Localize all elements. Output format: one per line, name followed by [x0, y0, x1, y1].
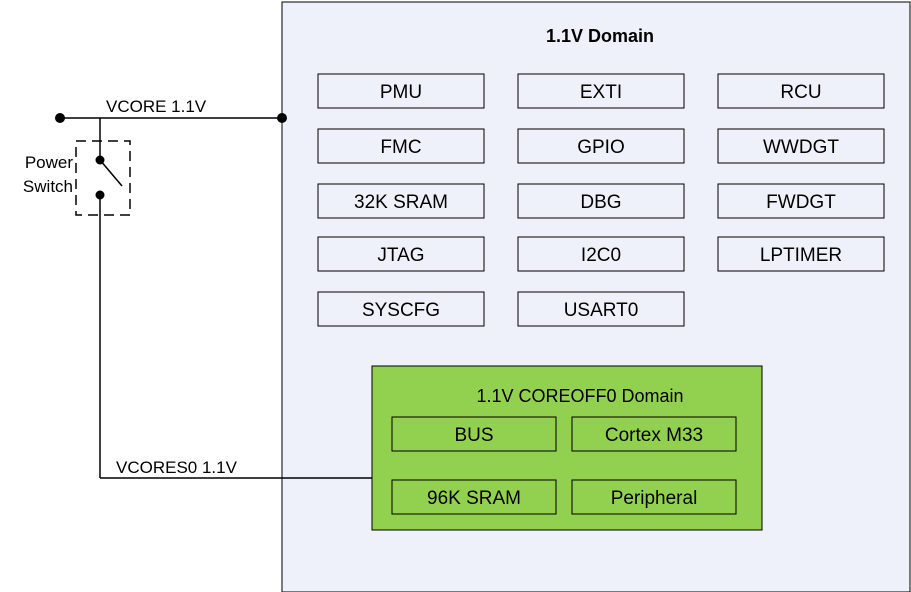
coreoff-block-bus-label: BUS: [454, 425, 493, 446]
block-i2c0: [517, 236, 685, 272]
domain-block-grid: PMU EXTI RCU FMC GPIO WWDGT 32K SRAM DBG…: [317, 73, 885, 327]
vcore-domain-dot: [277, 113, 287, 123]
power-switch-label-line1: Power: [25, 153, 74, 172]
block-rcu-label: RCU: [780, 82, 821, 103]
switch-blade: [99, 159, 123, 187]
block-i2c0-label: I2C0: [581, 245, 621, 266]
block-gpio-label: GPIO: [577, 137, 625, 158]
block-syscfg: [317, 291, 485, 327]
coreoff-block-96k-sram-label: 96K SRAM: [427, 488, 521, 509]
block-usart0: [517, 291, 685, 327]
block-rcu: [717, 73, 885, 109]
block-lptimer-label: LPTIMER: [760, 245, 842, 266]
block-lptimer: [717, 236, 885, 272]
block-syscfg-label: SYSCFG: [362, 300, 440, 321]
coreoff-block-96k-sram: [391, 479, 557, 515]
block-jtag-label: JTAG: [377, 245, 424, 266]
block-32k-sram-label: 32K SRAM: [354, 192, 448, 213]
block-dbg-label: DBG: [580, 192, 621, 213]
block-wwdgt: [717, 128, 885, 164]
vcores0-label: VCORES0 1.1V: [116, 458, 238, 477]
power-switch-label-line2: Switch: [23, 177, 73, 196]
block-jtag: [317, 236, 485, 272]
vcore-label: VCORE 1.1V: [106, 97, 207, 116]
block-fwdgt-label: FWDGT: [766, 192, 836, 213]
block-exti: [517, 73, 685, 109]
coreoff-block-bus: [391, 416, 557, 452]
coreoff-domain-title: 1.1V COREOFF0 Domain: [476, 386, 683, 406]
block-pmu: [317, 73, 485, 109]
coreoff-block-peripheral-label: Peripheral: [611, 488, 698, 509]
block-32k-sram: [317, 183, 485, 219]
block-exti-label: EXTI: [580, 82, 622, 103]
coreoff-block-cortex: [571, 416, 737, 452]
coreoff-block-cortex-label: Cortex M33: [605, 425, 703, 446]
coreoff-block-peripheral: [571, 479, 737, 515]
block-gpio: [517, 128, 685, 164]
block-fwdgt: [717, 183, 885, 219]
block-fmc-label: FMC: [380, 137, 421, 158]
domain-title: 1.1V Domain: [546, 26, 654, 46]
block-usart0-label: USART0: [564, 300, 639, 321]
block-fmc: [317, 128, 485, 164]
power-switch-box: [75, 140, 131, 216]
block-wwdgt-label: WWDGT: [763, 137, 839, 158]
switch-top-contact: [95, 155, 105, 165]
switch-bottom-contact: [95, 190, 105, 200]
block-pmu-label: PMU: [380, 82, 422, 103]
vcore-input-dot: [55, 113, 65, 123]
wiring: [60, 117, 372, 479]
block-dbg: [517, 183, 685, 219]
